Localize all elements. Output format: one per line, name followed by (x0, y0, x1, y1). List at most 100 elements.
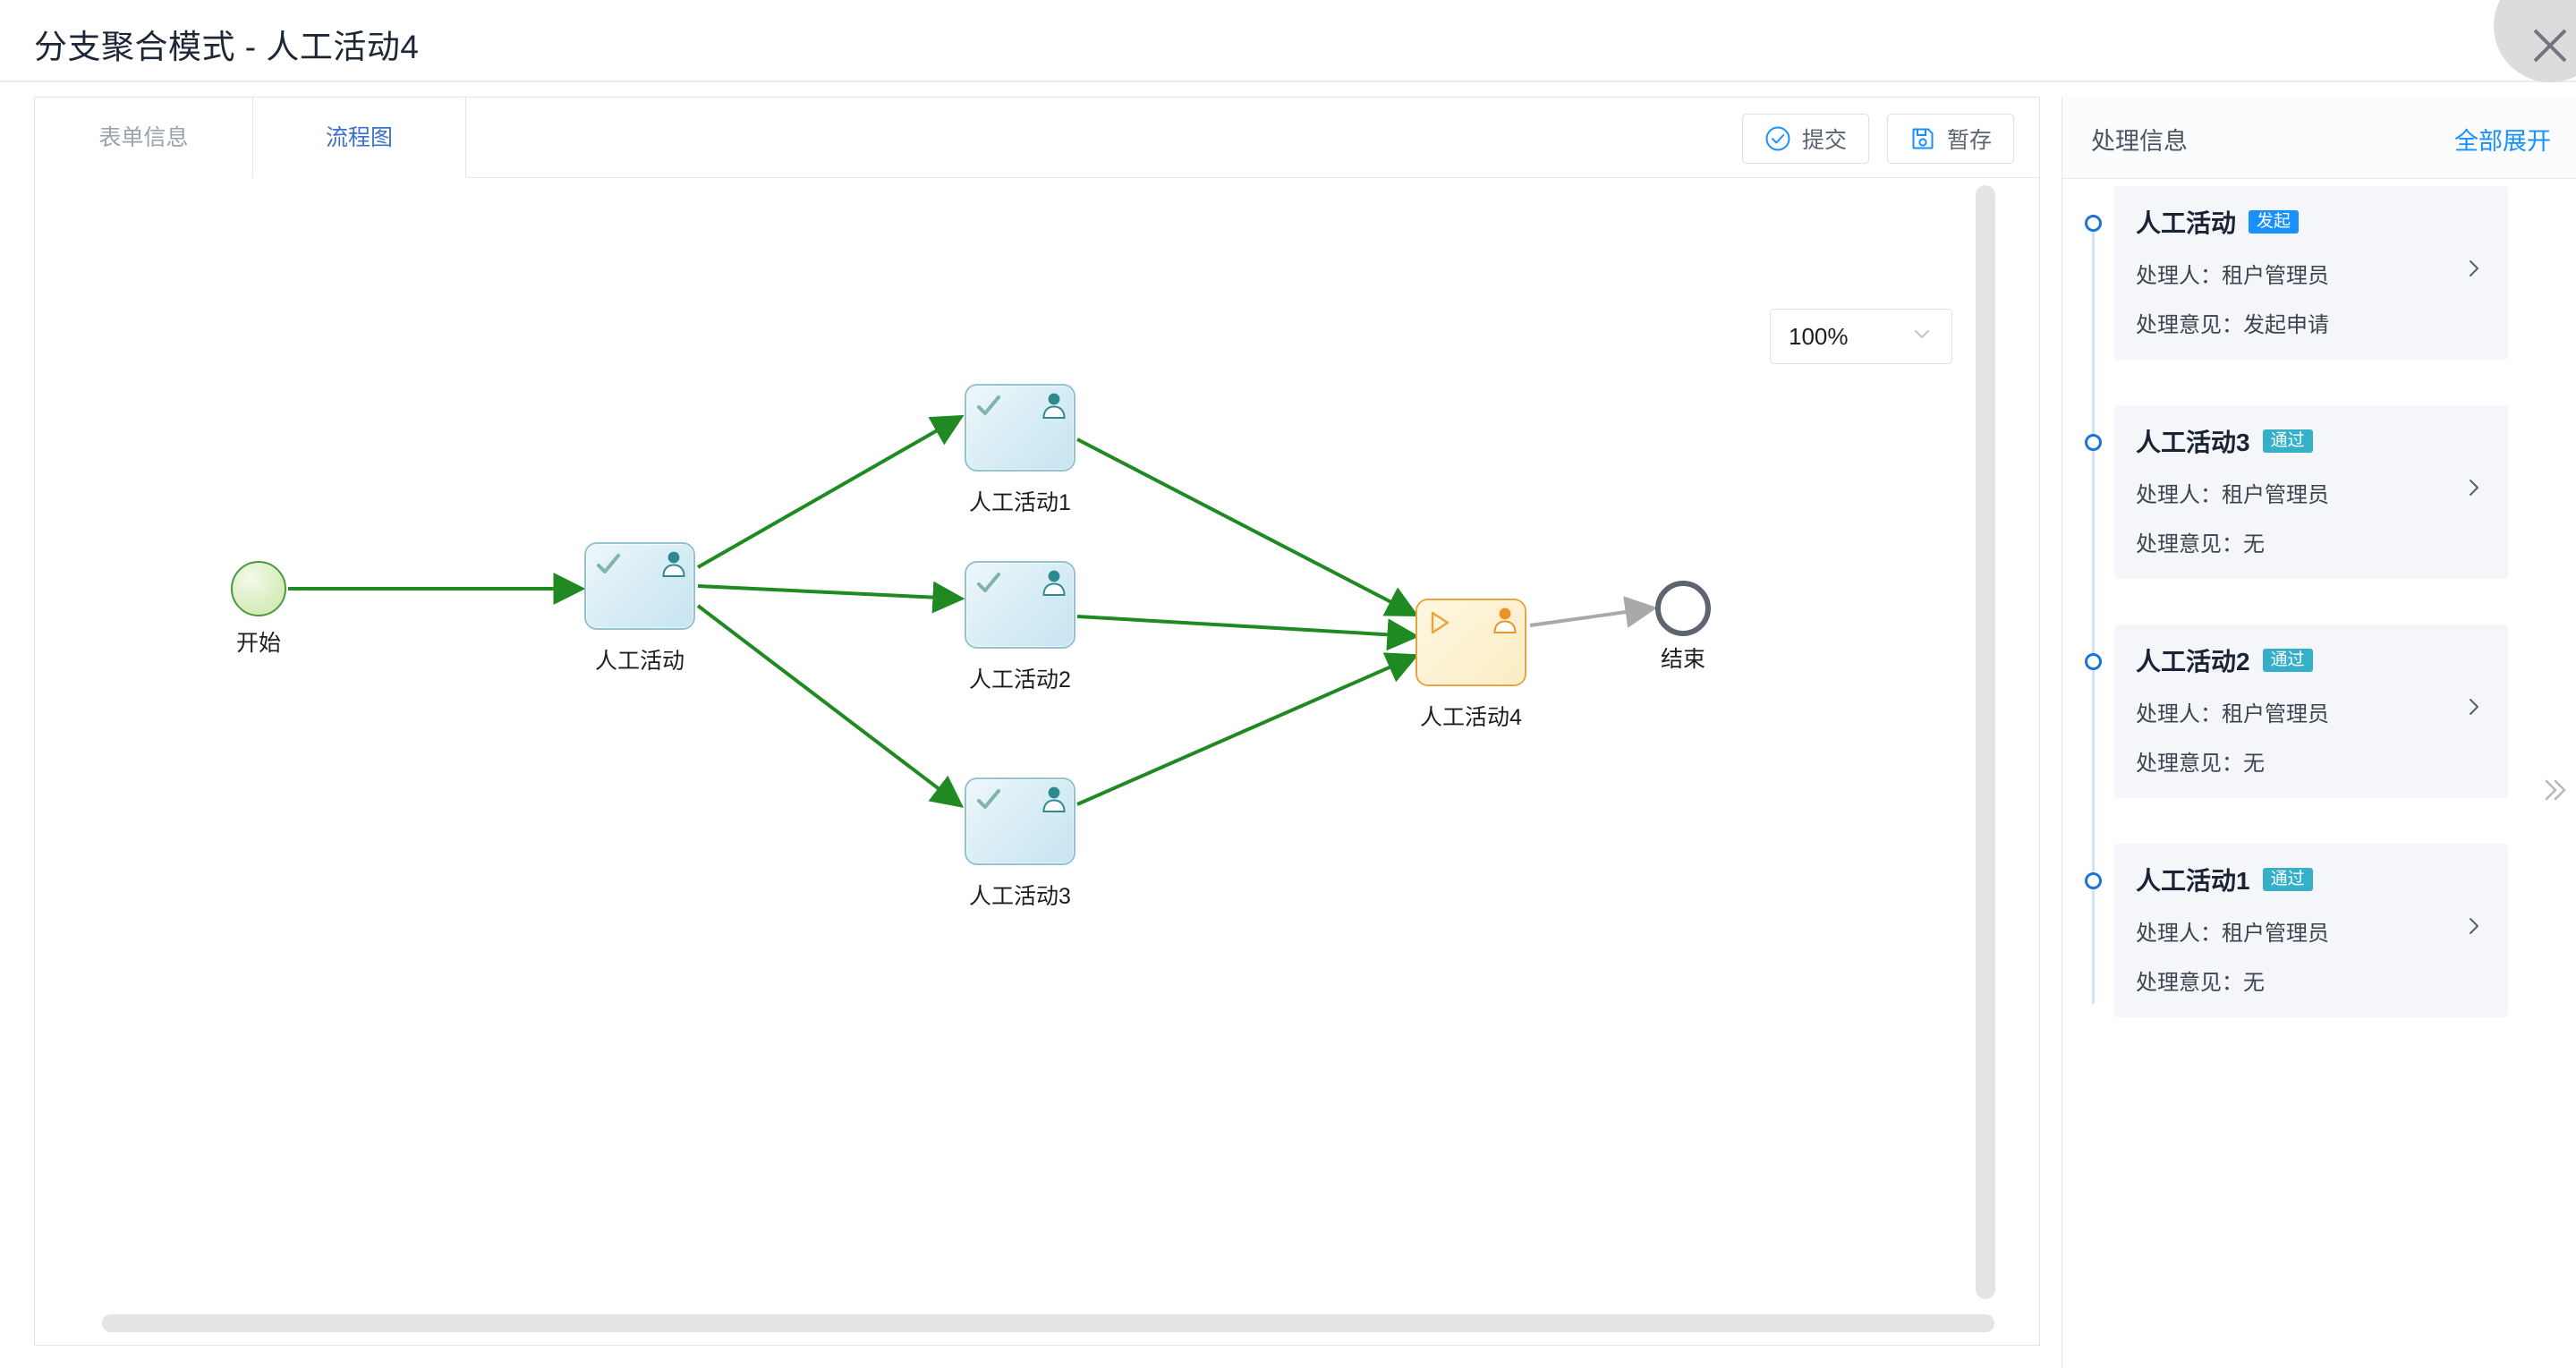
submit-button[interactable]: 提交 (1741, 114, 1869, 164)
process-card-handler-row: 处理人：租户管理员 (2136, 915, 2487, 947)
process-card[interactable]: 人工活动1 通过 处理人：租户管理员 处理意见：无 (2114, 844, 2508, 1017)
flow-diagram: 开始 人工活动 (36, 178, 2038, 1341)
process-card-handler-row: 处理人：租户管理员 (2136, 258, 2487, 289)
process-card-title: 人工活动 (2136, 209, 2237, 237)
process-card-title: 人工活动2 (2136, 648, 2250, 676)
timeline-dot (2085, 215, 2102, 232)
timeline-rail (2092, 217, 2095, 1004)
handler-value: 租户管理员 (2222, 483, 2329, 507)
process-card-opinion-row: 处理意见：无 (2136, 745, 2487, 777)
handler-value: 租户管理员 (2222, 264, 2329, 288)
opinion-label: 处理意见： (2136, 971, 2243, 995)
process-card-opinion-row: 处理意见：无 (2136, 526, 2487, 557)
window-titlebar: 分支聚合模式 - 人工活动4 (0, 0, 2576, 82)
flow-node-end-label: 结束 (1660, 647, 1706, 672)
process-card-handler-row: 处理人：租户管理员 (2136, 696, 2487, 727)
canvas-vertical-scrollbar[interactable] (1976, 185, 1995, 1299)
opinion-label: 处理意见： (2136, 752, 2243, 776)
handler-label: 处理人： (2136, 483, 2222, 507)
chevron-down-icon (1910, 322, 1934, 352)
chevron-right-icon[interactable] (2463, 258, 2485, 285)
flow-node-a3-label: 人工活动3 (969, 884, 1071, 909)
timeline-dot (2085, 434, 2102, 451)
flow-node-a2[interactable] (965, 561, 1075, 649)
process-card-header: 人工活动1 通过 (2136, 862, 2487, 897)
double-chevron-right-icon[interactable] (2540, 775, 2571, 811)
flow-node-end[interactable] (1655, 581, 1711, 636)
check-icon (973, 391, 1004, 426)
process-card-opinion-row: 处理意见：发起申请 (2136, 307, 2487, 338)
tab-flow-chart[interactable]: 流程图 (253, 98, 466, 178)
timeline-dot (2085, 872, 2102, 889)
process-card-title: 人工活动3 (2136, 429, 2250, 456)
process-info-panel: 处理信息 全部展开 人工活动 发起 处理人：租户管理员 (2062, 97, 2576, 1368)
chevron-right-icon[interactable] (2463, 915, 2485, 943)
process-card-handler-row: 处理人：租户管理员 (2136, 477, 2487, 508)
user-icon (1041, 569, 1067, 600)
save-draft-button[interactable]: 暂存 (1886, 114, 2014, 164)
floppy-disk-icon (1909, 125, 1936, 152)
flow-node-a2-label: 人工活动2 (969, 667, 1071, 692)
chevron-right-icon[interactable] (2463, 696, 2485, 724)
zoom-level-value: 100% (1789, 322, 1849, 350)
handler-label: 处理人： (2136, 264, 2222, 288)
flow-node-start[interactable] (231, 561, 286, 616)
flow-node-a4-label: 人工活动4 (1420, 705, 1522, 730)
handler-value: 租户管理员 (2222, 922, 2329, 946)
opinion-value: 无 (2243, 532, 2265, 557)
process-card-title: 人工活动1 (2136, 867, 2250, 895)
user-icon (1041, 392, 1067, 423)
process-card[interactable]: 人工活动3 通过 处理人：租户管理员 处理意见：无 (2114, 405, 2508, 579)
circle-check-icon (1764, 125, 1791, 152)
user-icon (661, 550, 686, 582)
flow-node-a0-label: 人工活动 (594, 649, 685, 674)
status-badge: 通过 (2262, 649, 2313, 672)
process-card[interactable]: 人工活动2 通过 处理人：租户管理员 处理意见：无 (2114, 625, 2508, 798)
status-badge: 通过 (2262, 868, 2313, 891)
toolbar-actions: 提交 暂存 (1741, 114, 2014, 164)
flow-node-a3[interactable] (965, 777, 1075, 865)
process-card[interactable]: 人工活动 发起 处理人：租户管理员 处理意见：发起申请 (2114, 186, 2508, 360)
check-icon (593, 549, 624, 584)
flow-canvas[interactable]: 100% (36, 178, 2038, 1345)
tab-bar: 表单信息 流程图 提交 (35, 98, 2039, 178)
canvas-horizontal-scrollbar[interactable] (102, 1314, 1994, 1332)
handler-value: 租户管理员 (2222, 702, 2329, 726)
zoom-level-select[interactable]: 100% (1770, 309, 1952, 364)
status-badge: 发起 (2249, 210, 2300, 234)
flow-node-start-label: 开始 (235, 631, 282, 656)
opinion-label: 处理意见： (2136, 313, 2243, 337)
flow-node-a4[interactable] (1416, 599, 1526, 686)
user-icon (1492, 607, 1518, 638)
flow-node-a0[interactable] (584, 542, 695, 630)
chevron-right-icon[interactable] (2463, 477, 2485, 505)
flow-node-a1[interactable] (965, 384, 1075, 472)
timeline-dot (2085, 653, 2102, 670)
status-badge: 通过 (2262, 429, 2313, 453)
flow-card: 表单信息 流程图 提交 (34, 97, 2040, 1346)
process-card-header: 人工活动3 通过 (2136, 423, 2487, 459)
process-card-opinion-row: 处理意见：无 (2136, 964, 2487, 996)
tab-form-info[interactable]: 表单信息 (35, 98, 253, 178)
process-info-header: 处理信息 全部展开 (2062, 97, 2576, 179)
process-info-title: 处理信息 (2091, 128, 2188, 155)
user-icon (1041, 786, 1067, 817)
handler-label: 处理人： (2136, 702, 2222, 726)
page-title: 分支聚合模式 - 人工活动4 (34, 29, 420, 65)
handler-label: 处理人： (2136, 922, 2222, 946)
process-card-header: 人工活动2 通过 (2136, 642, 2487, 678)
opinion-value: 发起申请 (2243, 313, 2329, 337)
process-timeline: 人工活动 发起 处理人：租户管理员 处理意见：发起申请 (2062, 179, 2576, 1368)
opinion-label: 处理意见： (2136, 532, 2243, 557)
process-card-header: 人工活动 发起 (2136, 204, 2487, 240)
expand-all-link[interactable]: 全部展开 (2454, 128, 2551, 155)
close-icon[interactable] (2494, 0, 2576, 82)
flow-node-a1-label: 人工活动1 (969, 490, 1071, 515)
play-icon (1426, 609, 1453, 641)
save-draft-button-label: 暂存 (1946, 128, 1992, 153)
check-icon (973, 568, 1004, 603)
check-icon (973, 785, 1004, 820)
submit-button-label: 提交 (1801, 128, 1847, 153)
opinion-value: 无 (2243, 971, 2265, 995)
